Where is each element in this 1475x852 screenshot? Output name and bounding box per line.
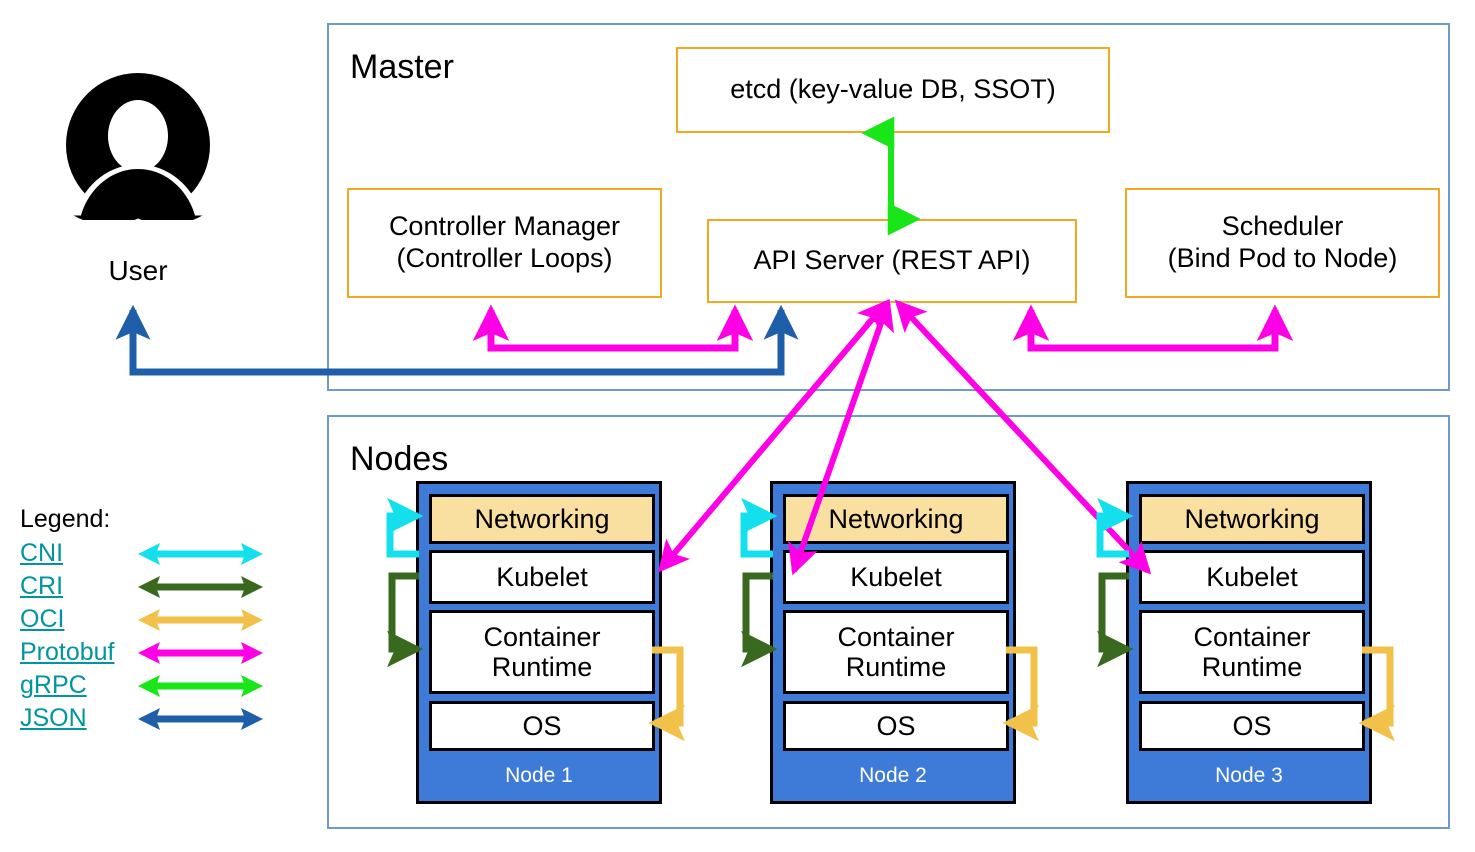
legend: Legend: CNI CRI OCI — [20, 505, 263, 735]
node1-runtime-line1: Container — [483, 621, 601, 652]
node2-runtime-line2: Runtime — [845, 652, 947, 682]
node3-kubelet-label: Kubelet — [1206, 561, 1298, 592]
user-avatar-icon — [66, 73, 210, 225]
legend-label-json[interactable]: JSON — [20, 704, 87, 732]
scheduler-box[interactable]: Scheduler (Bind Pod to Node) — [1125, 188, 1440, 298]
legend-row-protobuf[interactable]: Protobuf — [20, 636, 263, 669]
node2-name: Node 2 — [859, 764, 927, 787]
node1-os-layer[interactable]: OS — [429, 701, 655, 751]
node2-kubelet-layer[interactable]: Kubelet — [783, 550, 1009, 604]
legend-arrow-json — [138, 707, 263, 730]
controller-manager-line2: (Controller Loops) — [396, 243, 613, 273]
api-server-box[interactable]: API Server (REST API) — [707, 219, 1077, 303]
legend-row-oci[interactable]: OCI — [20, 603, 263, 636]
legend-row-json[interactable]: JSON — [20, 702, 263, 735]
legend-arrow-protobuf — [138, 641, 263, 664]
node2-os-label: OS — [876, 710, 916, 741]
legend-row-cni[interactable]: CNI — [20, 537, 263, 570]
node3-kubelet-layer[interactable]: Kubelet — [1139, 550, 1365, 604]
etcd-label: etcd (key-value DB, SSOT) — [730, 74, 1056, 105]
node-card-2[interactable]: Networking Kubelet Container Runtime OS … — [770, 481, 1016, 804]
node3-name: Node 3 — [1215, 764, 1283, 787]
legend-arrow-grpc — [138, 674, 263, 697]
node2-networking-layer[interactable]: Networking — [783, 494, 1009, 544]
legend-row-grpc[interactable]: gRPC — [20, 669, 263, 702]
scheduler-line1: Scheduler — [1221, 211, 1344, 242]
node3-networking-layer[interactable]: Networking — [1139, 494, 1365, 544]
user-label: User — [108, 255, 168, 286]
node1-kubelet-label: Kubelet — [496, 561, 588, 592]
legend-label-protobuf[interactable]: Protobuf — [20, 638, 115, 666]
node3-os-label: OS — [1232, 710, 1272, 741]
avatar — [63, 70, 213, 225]
node1-networking-layer[interactable]: Networking — [429, 494, 655, 544]
node2-container-runtime-layer[interactable]: Container Runtime — [783, 610, 1009, 694]
node3-os-layer[interactable]: OS — [1139, 701, 1365, 751]
legend-title: Legend: — [20, 505, 111, 533]
node1-container-runtime-layer[interactable]: Container Runtime — [429, 610, 655, 694]
controller-manager-line1: Controller Manager — [388, 211, 621, 242]
node1-networking-label: Networking — [474, 503, 610, 534]
node3-runtime-line2: Runtime — [1201, 652, 1303, 682]
node3-container-runtime-layer[interactable]: Container Runtime — [1139, 610, 1365, 694]
node2-os-layer[interactable]: OS — [783, 701, 1009, 751]
node2-networking-label: Networking — [828, 503, 964, 534]
node2-kubelet-label: Kubelet — [850, 561, 942, 592]
legend-label-cri[interactable]: CRI — [20, 572, 64, 600]
legend-label-grpc[interactable]: gRPC — [20, 671, 87, 699]
node-card-1[interactable]: Networking Kubelet Container Runtime OS … — [416, 481, 662, 804]
node-card-3[interactable]: Networking Kubelet Container Runtime OS … — [1126, 481, 1372, 804]
legend-arrow-cni — [138, 542, 263, 565]
legend-arrow-cri — [138, 575, 263, 598]
node2-runtime-line1: Container — [837, 621, 955, 652]
legend-label-cni[interactable]: CNI — [20, 539, 64, 567]
legend-arrow-oci — [138, 608, 263, 631]
controller-manager-box[interactable]: Controller Manager (Controller Loops) — [347, 188, 662, 298]
node3-runtime-line1: Container — [1193, 621, 1311, 652]
master-title: Master — [350, 48, 454, 86]
nodes-title: Nodes — [350, 440, 449, 478]
node1-name: Node 1 — [505, 764, 573, 787]
node3-networking-label: Networking — [1184, 503, 1320, 534]
node1-runtime-line2: Runtime — [491, 652, 593, 682]
node1-os-label: OS — [522, 710, 562, 741]
scheduler-line2: (Bind Pod to Node) — [1167, 243, 1398, 273]
api-server-label: API Server (REST API) — [753, 245, 1031, 276]
legend-row-cri[interactable]: CRI — [20, 570, 263, 603]
node1-kubelet-layer[interactable]: Kubelet — [429, 550, 655, 604]
legend-label-oci[interactable]: OCI — [20, 605, 65, 633]
etcd-box[interactable]: etcd (key-value DB, SSOT) — [676, 47, 1110, 133]
